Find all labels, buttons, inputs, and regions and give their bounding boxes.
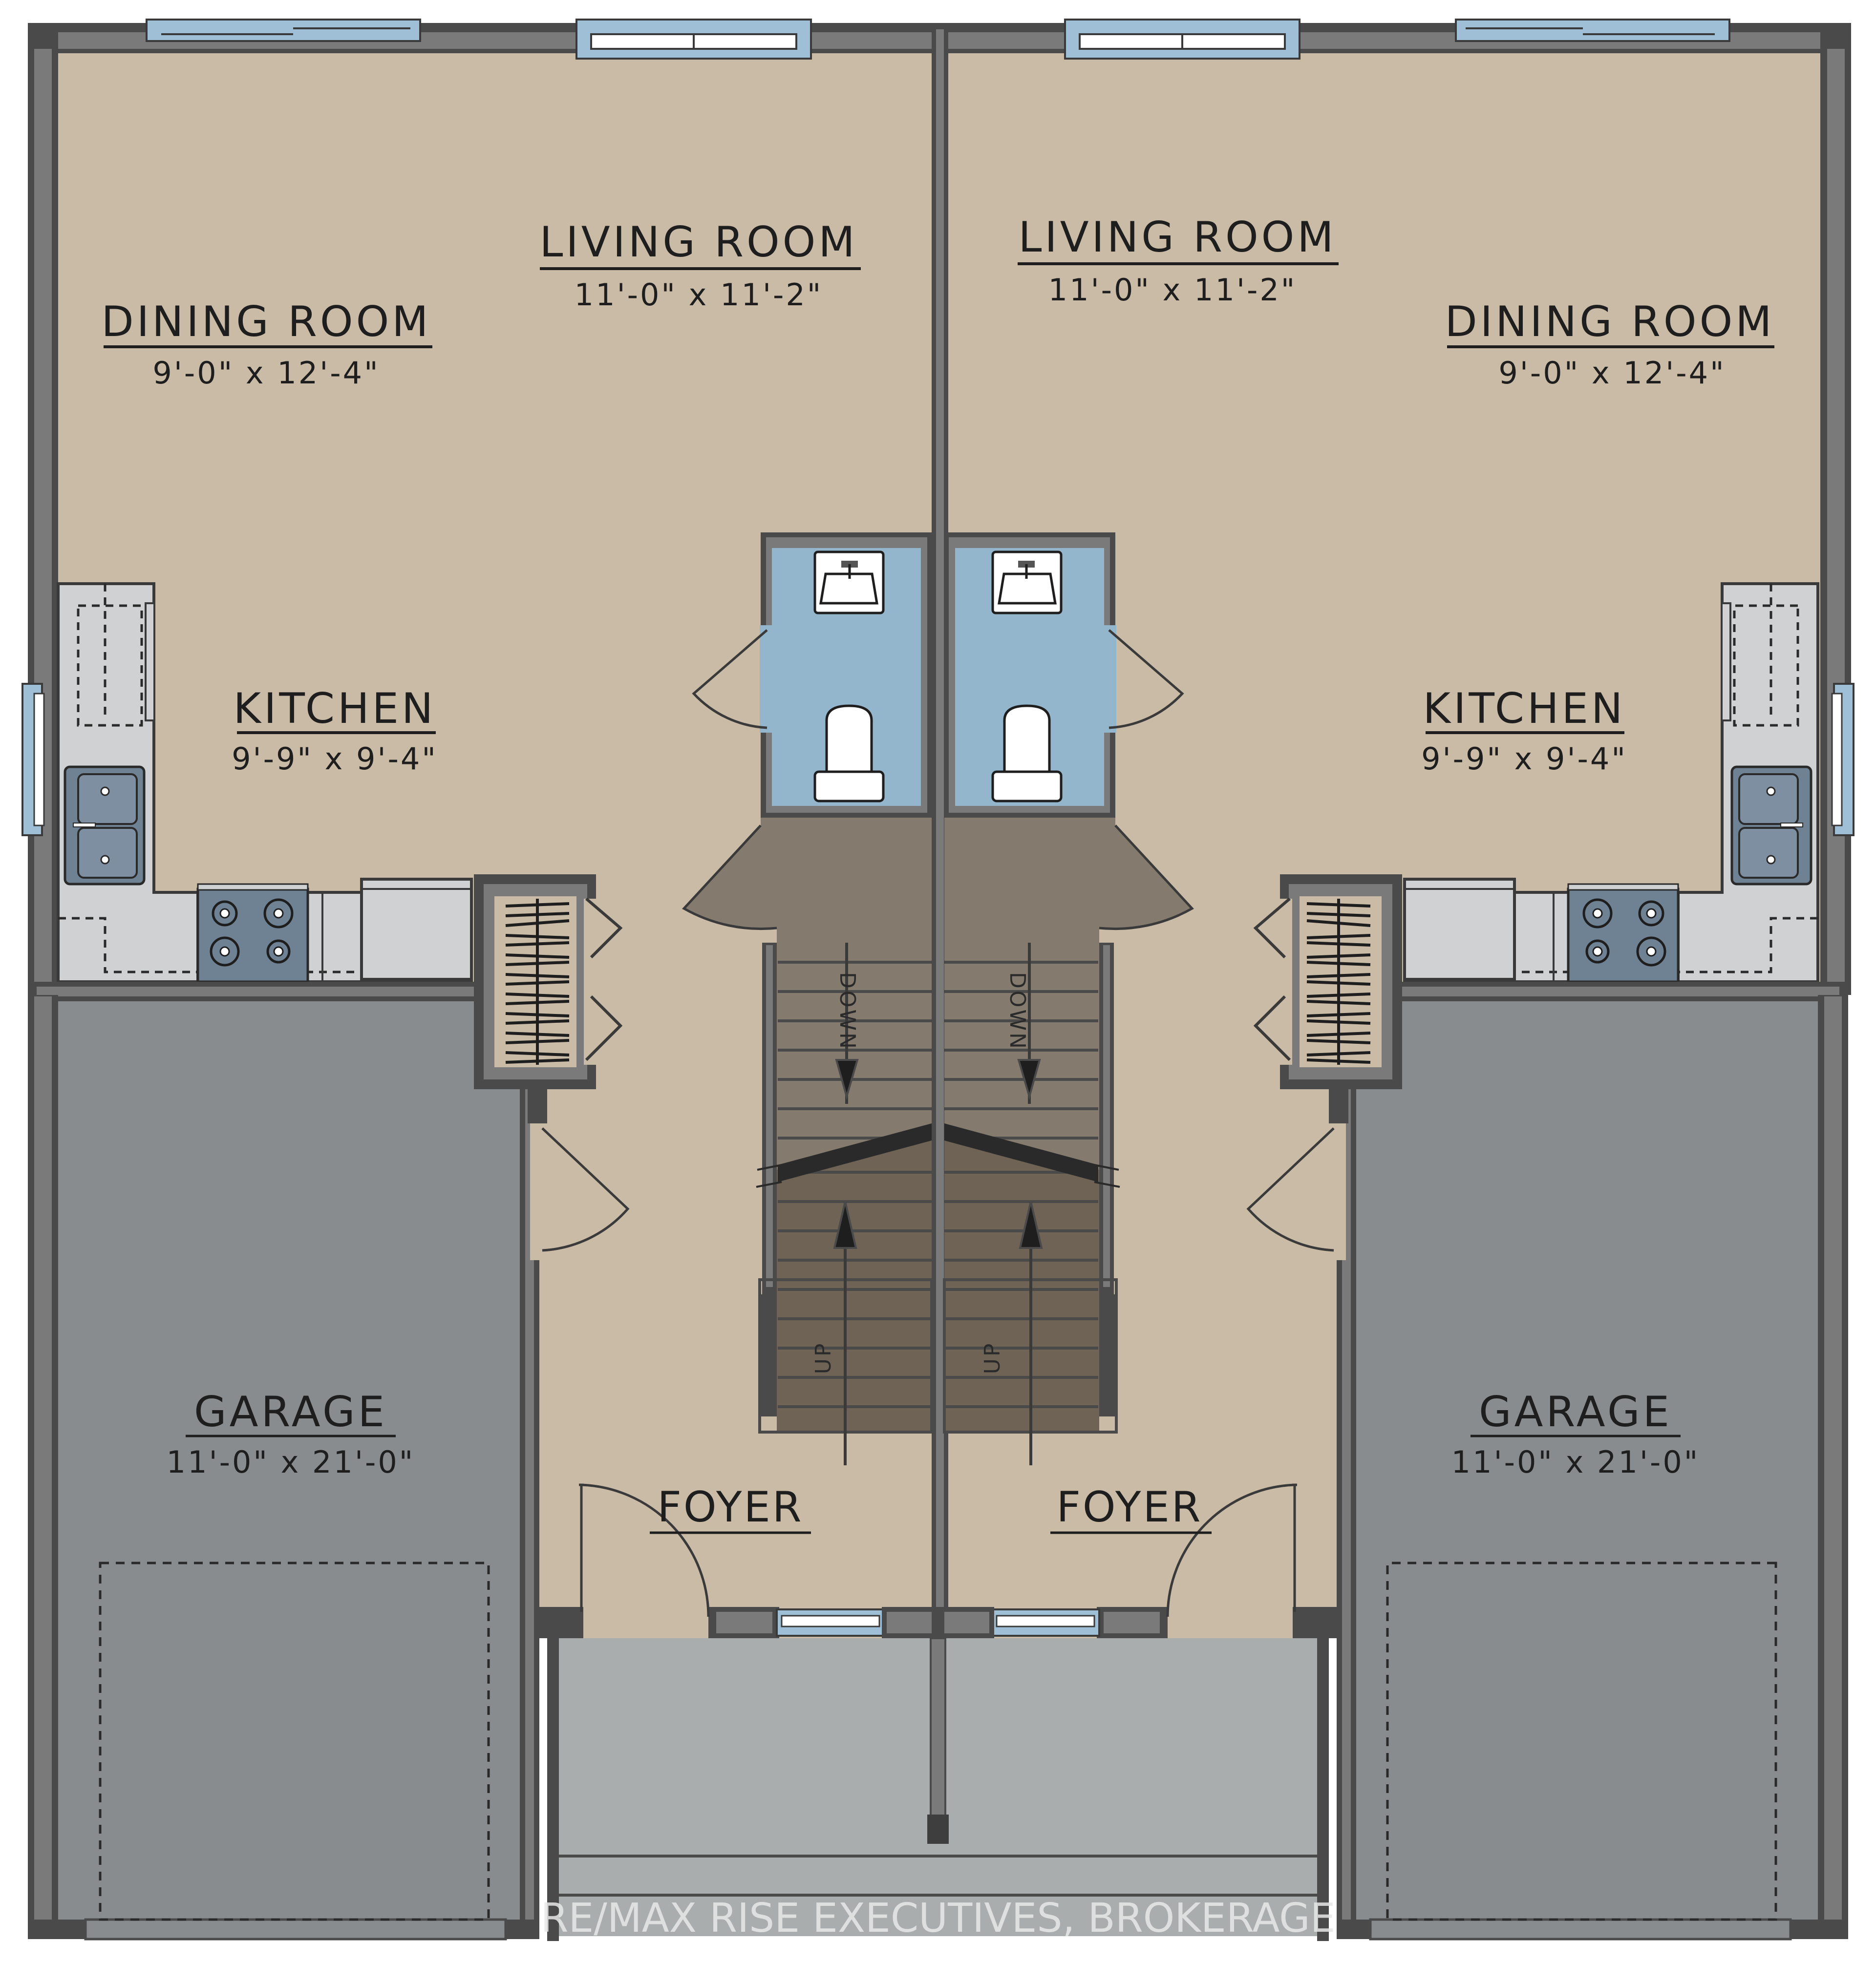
- double-sink-icon: [1730, 765, 1812, 886]
- left-living-room-dims: 11'-0" x 11'-2": [575, 277, 823, 313]
- closet-hangers-icon: [505, 899, 570, 1065]
- garage-door-swing: [541, 1127, 630, 1252]
- left-unit-structure: [28, 532, 940, 1941]
- right-dining-room-dims: 9'-0" x 12'-4": [1498, 355, 1726, 391]
- stairs: [682, 818, 933, 1465]
- left-garage-name: GARAGE: [194, 1388, 387, 1436]
- left-kitchen-name: KITCHEN: [234, 684, 436, 733]
- right-dining-room-name: DINING ROOM: [1445, 297, 1775, 346]
- dishwasher-icon: [1403, 878, 1516, 981]
- right-garage-name: GARAGE: [1479, 1388, 1672, 1436]
- top-windows: [146, 19, 1730, 60]
- arrow-up-icon: [833, 1201, 857, 1249]
- toilet-icon: [813, 704, 885, 802]
- right-stair-up-label: UP: [980, 1342, 1005, 1374]
- brokerage-watermark: RE/MAX RISE EXECUTIVES, BROKERAGE: [540, 1895, 1335, 1942]
- garage-floor: [58, 1001, 520, 1920]
- right-stair-down-label: DOWN: [1005, 972, 1030, 1051]
- floor-areas: [58, 53, 1820, 1638]
- left-stair-down-label: DOWN: [835, 972, 860, 1051]
- right-unit-labels: LIVING ROOM 11'-0" x 11'-2" DINING ROOM …: [980, 213, 1775, 1534]
- double-sink-icon: [64, 765, 146, 886]
- bath-door-swing: [692, 629, 768, 729]
- garage-door-outline: [99, 1562, 490, 1921]
- right-kitchen-name: KITCHEN: [1423, 684, 1626, 733]
- entry-door-swing: [580, 1483, 710, 1617]
- left-kitchen-dims: 9'-9" x 9'-4": [232, 741, 438, 777]
- left-kitchen-cabinets: [57, 582, 473, 983]
- closet-bifold-door: [585, 897, 623, 959]
- window: [146, 19, 421, 42]
- left-living-room-name: LIVING ROOM: [539, 218, 857, 267]
- stair-break-line: [778, 1123, 932, 1182]
- front-porch: [547, 1637, 1329, 1941]
- right-kitchen-dims: 9'-9" x 9'-4": [1421, 741, 1627, 777]
- stove-icon: [196, 883, 309, 983]
- left-foyer-name: FOYER: [657, 1483, 803, 1532]
- right-garage-dims: 11'-0" x 21'-0": [1451, 1444, 1700, 1480]
- left-stair-up-label: UP: [811, 1342, 836, 1374]
- side-windows: [21, 683, 1855, 836]
- bath-sink-icon: [813, 550, 885, 614]
- right-foyer-name: FOYER: [1056, 1483, 1202, 1532]
- left-garage-dims: 11'-0" x 21'-0": [167, 1444, 415, 1480]
- right-living-room-dims: 11'-0" x 11'-2": [1048, 272, 1297, 308]
- closet-bifold-door: [585, 995, 623, 1061]
- right-living-room-name: LIVING ROOM: [1018, 213, 1336, 262]
- left-dining-room-dims: 9'-0" x 12'-4": [152, 355, 380, 391]
- stove-icon: [1567, 883, 1680, 983]
- window: [1455, 19, 1730, 42]
- porch-divider: [930, 1637, 946, 1830]
- left-dining-room-name: DINING ROOM: [102, 297, 431, 346]
- left-unit-labels: LIVING ROOM 11'-0" x 11'-2" DINING ROOM …: [102, 218, 861, 1534]
- dishwasher-icon: [360, 878, 473, 981]
- arrow-down-icon: [835, 1059, 859, 1100]
